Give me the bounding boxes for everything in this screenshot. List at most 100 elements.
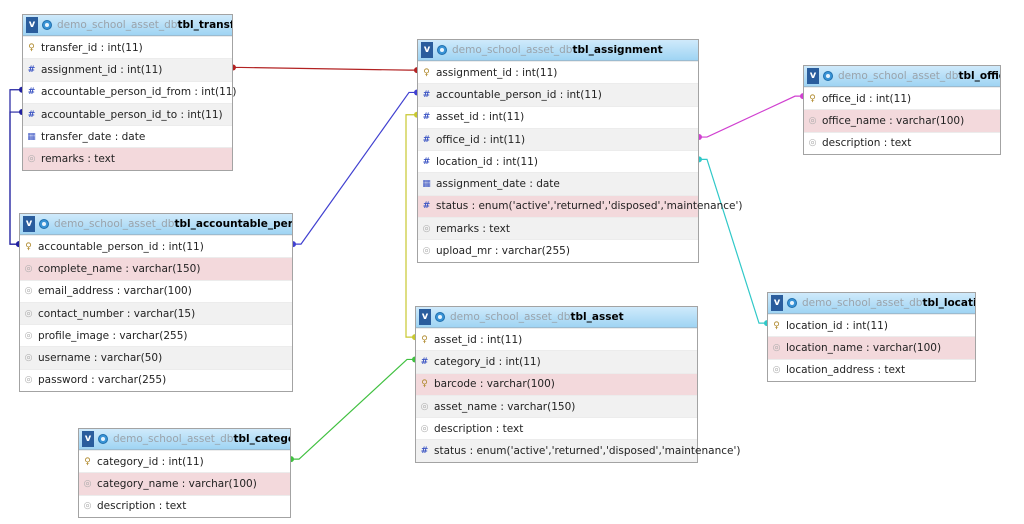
column-label: location_id : int(11) <box>436 155 538 168</box>
numeric-icon: # <box>420 356 429 367</box>
table-options-icon[interactable] <box>823 71 833 81</box>
collapse-toggle-icon[interactable]: v <box>771 295 783 311</box>
column-row[interactable]: ▦transfer_date : date <box>23 125 232 147</box>
column-row[interactable]: #assignment_id : int(11) <box>23 58 232 81</box>
column-row[interactable]: ◎remarks : text <box>23 147 232 170</box>
column-row[interactable]: ♀asset_id : int(11) <box>416 328 697 350</box>
column-row[interactable]: ◎location_name : varchar(100) <box>768 336 975 359</box>
text-icon: ◎ <box>24 353 33 364</box>
database-name: demo_school_asset_db <box>57 19 178 31</box>
column-label: location_address : text <box>786 364 906 377</box>
collapse-toggle-icon[interactable]: v <box>82 431 94 447</box>
collapse-toggle-icon[interactable]: v <box>419 309 431 325</box>
table-options-icon[interactable] <box>435 312 445 322</box>
primary-key-icon: ♀ <box>28 42 35 53</box>
column-row[interactable]: ♀transfer_id : int(11) <box>23 36 232 58</box>
numeric-icon: # <box>422 201 431 212</box>
table-name: tbl_accountable_person <box>174 218 292 230</box>
table-name: tbl_assignment <box>572 44 663 56</box>
column-row[interactable]: ◎complete_name : varchar(150) <box>20 257 292 280</box>
database-name: demo_school_asset_db <box>450 311 571 323</box>
column-row[interactable]: #accountable_person_id : int(11) <box>418 83 698 106</box>
column-row[interactable]: ◎description : text <box>804 131 1000 154</box>
column-label: contact_number : varchar(15) <box>38 307 196 320</box>
column-row[interactable]: ◎location_address : text <box>768 358 975 381</box>
column-row[interactable]: #status : enum('active','returned','disp… <box>418 194 742 218</box>
column-row[interactable]: ◎email_address : varchar(100) <box>20 279 292 302</box>
collapse-toggle-icon[interactable]: v <box>421 42 433 58</box>
column-row[interactable]: ◎password : varchar(255) <box>20 368 292 391</box>
column-row[interactable]: ♀accountable_person_id : int(11) <box>20 235 292 257</box>
table-options-icon[interactable] <box>437 45 447 55</box>
primary-key-icon: ♀ <box>773 320 780 331</box>
column-label: email_address : varchar(100) <box>38 285 192 298</box>
column-row[interactable]: ◎ contact_number : varchar(15) <box>20 301 292 325</box>
column-row[interactable]: ◎profile_image : varchar(255) <box>20 324 292 346</box>
column-row[interactable]: ◎office_name : varchar(100) <box>804 109 1000 132</box>
column-row[interactable]: ♀location_id : int(11) <box>768 314 975 336</box>
collapse-toggle-icon[interactable]: v <box>807 68 819 84</box>
column-label: barcode : varchar(100) <box>434 378 555 391</box>
text-icon: ◎ <box>24 308 33 319</box>
column-row[interactable]: #status : enum('active','returned','disp… <box>416 439 740 462</box>
column-row[interactable]: # location_id : int(11) <box>418 150 698 172</box>
table-options-icon[interactable] <box>42 20 52 30</box>
table-name: tbl_location <box>922 297 975 309</box>
primary-key-icon: ♀ <box>809 93 816 104</box>
column-label: asset_id : int(11) <box>436 111 525 124</box>
column-row[interactable]: ▦assignment_date : date <box>418 172 698 195</box>
numeric-icon: # <box>422 156 431 167</box>
table-tbl-transfer[interactable]: vdemo_school_asset_dbtbl_transfer♀transf… <box>22 14 237 171</box>
numeric-icon: # <box>27 64 36 75</box>
text-icon: ◎ <box>83 478 92 489</box>
database-name: demo_school_asset_db <box>838 70 959 82</box>
primary-key-icon: ♀ <box>84 456 91 467</box>
column-label: category_id : int(11) <box>434 355 541 368</box>
column-row[interactable]: #asset_id : int(11) <box>418 105 698 128</box>
table-options-icon[interactable] <box>98 434 108 444</box>
column-row[interactable]: ◎description : text <box>416 417 697 439</box>
collapse-toggle-icon[interactable]: v <box>26 17 38 33</box>
column-row[interactable]: ◎asset_name : varchar(150) <box>416 394 697 418</box>
column-row[interactable]: ♀ barcode : varchar(100) <box>416 372 697 395</box>
table-options-icon[interactable] <box>787 298 797 308</box>
date-icon: ▦ <box>27 131 36 142</box>
column-label: profile_image : varchar(255) <box>38 329 188 342</box>
table-tbl-office[interactable]: vdemo_school_asset_dbtbl_office♀office_i… <box>803 65 1001 155</box>
text-icon: ◎ <box>772 342 781 353</box>
column-row[interactable]: #accountable_person_id_from : int(11) <box>23 80 237 103</box>
column-row[interactable]: # category_id : int(11) <box>416 350 697 373</box>
collapse-toggle-icon[interactable]: v <box>23 216 35 232</box>
column-row[interactable]: ◎upload_mr : varchar(255) <box>418 239 698 261</box>
text-icon: ◎ <box>83 501 92 512</box>
text-icon: ◎ <box>422 223 431 234</box>
column-row[interactable]: #accountable_person_id_to : int(11) <box>23 102 232 126</box>
primary-key-icon: ♀ <box>25 241 32 252</box>
unique-key-icon: ♀ <box>421 379 428 390</box>
column-row[interactable]: ◎description : text <box>79 494 290 517</box>
numeric-icon: # <box>27 109 36 120</box>
table-options-icon[interactable] <box>39 219 49 229</box>
column-row[interactable]: ◎category_name : varchar(100) <box>79 472 290 495</box>
column-row[interactable]: #office_id : int(11) <box>418 127 698 151</box>
column-label: complete_name : varchar(150) <box>38 262 201 275</box>
column-label: category_id : int(11) <box>97 455 204 468</box>
column-row[interactable]: ♀office_id : int(11) <box>804 87 1000 109</box>
column-row[interactable]: ♀ category_id : int(11) <box>79 450 290 472</box>
table-tbl-location[interactable]: vdemo_school_asset_dbtbl_location♀locati… <box>767 292 976 382</box>
column-row[interactable]: ◎username : varchar(50) <box>20 346 292 369</box>
column-row[interactable]: ♀assignment_id : int(11) <box>418 61 698 83</box>
relation-line <box>405 114 417 338</box>
column-row[interactable]: ◎remarks : text <box>418 217 698 240</box>
